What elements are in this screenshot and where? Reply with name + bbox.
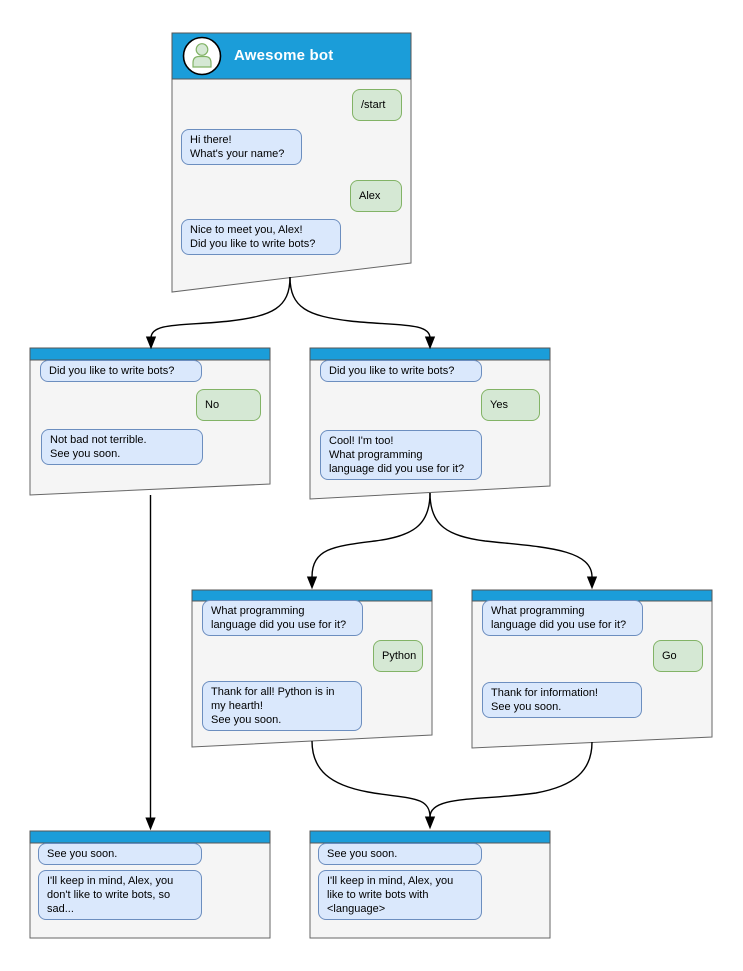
- user-message-bubble: No: [196, 389, 261, 421]
- user-message-bubble: Go: [653, 640, 703, 672]
- bot-avatar: [182, 36, 222, 76]
- user-message-bubble: /start: [352, 89, 402, 121]
- edge-no-to-end: [145, 495, 156, 831]
- edge-yes-to-go: [429, 492, 598, 590]
- bot-message-bubble: What programming language did you use fo…: [482, 600, 643, 636]
- bot-message-bubble: Thank for all! Python is in my hearth! S…: [202, 681, 362, 731]
- bot-message-bubble: See you soon.: [38, 843, 202, 865]
- bot-message-bubble: See you soon.: [318, 843, 482, 865]
- edge-python-to-end: [311, 740, 436, 830]
- bot-message-bubble: Not bad not terrible. See you soon.: [41, 429, 203, 465]
- bot-message-bubble: Nice to meet you, Alex! Did you like to …: [181, 219, 341, 255]
- bot-message-bubble: What programming language did you use fo…: [202, 600, 363, 636]
- edge-root-to-no: [145, 276, 291, 350]
- bot-message-bubble: Did you like to write bots?: [40, 360, 202, 382]
- user-message-bubble: Yes: [481, 389, 540, 421]
- chat-window-title: Awesome bot: [234, 47, 334, 64]
- bot-message-bubble: Hi there! What's your name?: [181, 129, 302, 165]
- edge-go-to-end: [429, 741, 593, 818]
- bot-message-bubble: Cool! I'm too! What programming language…: [320, 430, 482, 480]
- bot-message-bubble: I'll keep in mind, Alex, you like to wri…: [318, 870, 482, 920]
- user-message-bubble: Alex: [350, 180, 402, 212]
- bot-message-bubble: Did you like to write bots?: [320, 360, 482, 382]
- bot-message-bubble: Thank for information! See you soon.: [482, 682, 642, 718]
- bot-message-bubble: I'll keep in mind, Alex, you don't like …: [38, 870, 202, 920]
- edge-yes-to-python: [306, 492, 431, 590]
- user-message-bubble: Python: [373, 640, 423, 672]
- person-icon: [192, 43, 212, 68]
- edge-root-to-yes: [289, 276, 436, 350]
